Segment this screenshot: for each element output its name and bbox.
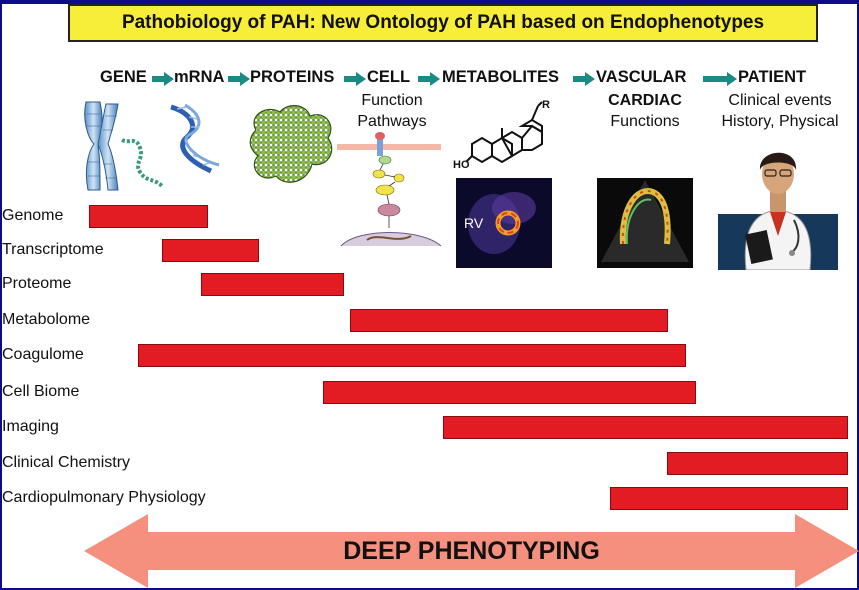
stage-metabolites: METABOLITES: [442, 68, 560, 86]
ho-label: HO: [453, 159, 470, 171]
row-label: Metabolome: [2, 311, 91, 328]
cardiac-pet-image: RV: [456, 178, 552, 268]
span-bar: [323, 381, 696, 404]
span-bar: [443, 416, 848, 439]
span-bar: [201, 273, 344, 296]
stage-cell: CELL: [367, 68, 411, 86]
row-label: Transcriptome: [2, 241, 104, 258]
echo-image: [597, 178, 693, 268]
span-bar: [89, 205, 208, 228]
stage-vascular: VASCULAR: [596, 68, 687, 86]
span-bar: [138, 344, 686, 367]
stage-row: GENE mRNA PROTEINS CELL METABOLITES VASC…: [0, 68, 859, 92]
functions-label: Functions: [610, 113, 680, 130]
patient-subtitle-history: History, Physical: [721, 113, 839, 130]
stage-gene: GENE: [100, 68, 147, 86]
stage-arrow-icon: [152, 72, 174, 86]
row-label: Clinical Chemistry: [2, 454, 131, 471]
protein-structure-icon: [249, 105, 333, 183]
row-label: Genome: [2, 207, 64, 224]
span-bar: [350, 309, 668, 332]
stage-mrna: mRNA: [174, 68, 225, 86]
rv-label: RV: [464, 215, 484, 231]
span-bar: [162, 239, 259, 262]
cell-subtitle-function: Function: [361, 92, 423, 109]
chromosome-icon: [84, 101, 164, 191]
row-label: Cell Biome: [2, 383, 80, 400]
cardiac-label: CARDIAC: [608, 92, 682, 109]
row-label: Cardiopulmonary Physiology: [2, 489, 206, 506]
deep-phenotyping-label: DEEP PHENOTYPING: [343, 537, 600, 565]
stage-arrow-icon: [418, 72, 440, 86]
stage-arrow-icon: [573, 72, 595, 86]
r-label: R: [542, 99, 550, 111]
cell-subtitle-pathways: Pathways: [357, 113, 427, 130]
stage-arrow-icon: [228, 72, 250, 86]
slide-title: Pathobiology of PAH: New Ontology of PAH…: [68, 4, 818, 42]
mrna-helix-icon: [170, 103, 220, 174]
span-bar: [667, 452, 848, 475]
row-label: Coagulome: [2, 346, 84, 363]
stage-arrow-icon: [703, 72, 737, 86]
patient-subtitle-events: Clinical events: [728, 92, 832, 109]
stage-patient: PATIENT: [738, 68, 807, 86]
stage-proteins: PROTEINS: [250, 68, 335, 86]
row-label: Proteome: [2, 275, 72, 292]
row-label: Imaging: [2, 418, 59, 435]
metabolite-structure-icon: HO R: [453, 99, 550, 171]
physician-icon: [718, 152, 838, 270]
cell-pathway-icon: [337, 132, 442, 247]
deep-phenotyping-arrow: [84, 514, 859, 588]
stage-arrow-icon: [344, 72, 366, 86]
span-bar: [610, 487, 848, 510]
